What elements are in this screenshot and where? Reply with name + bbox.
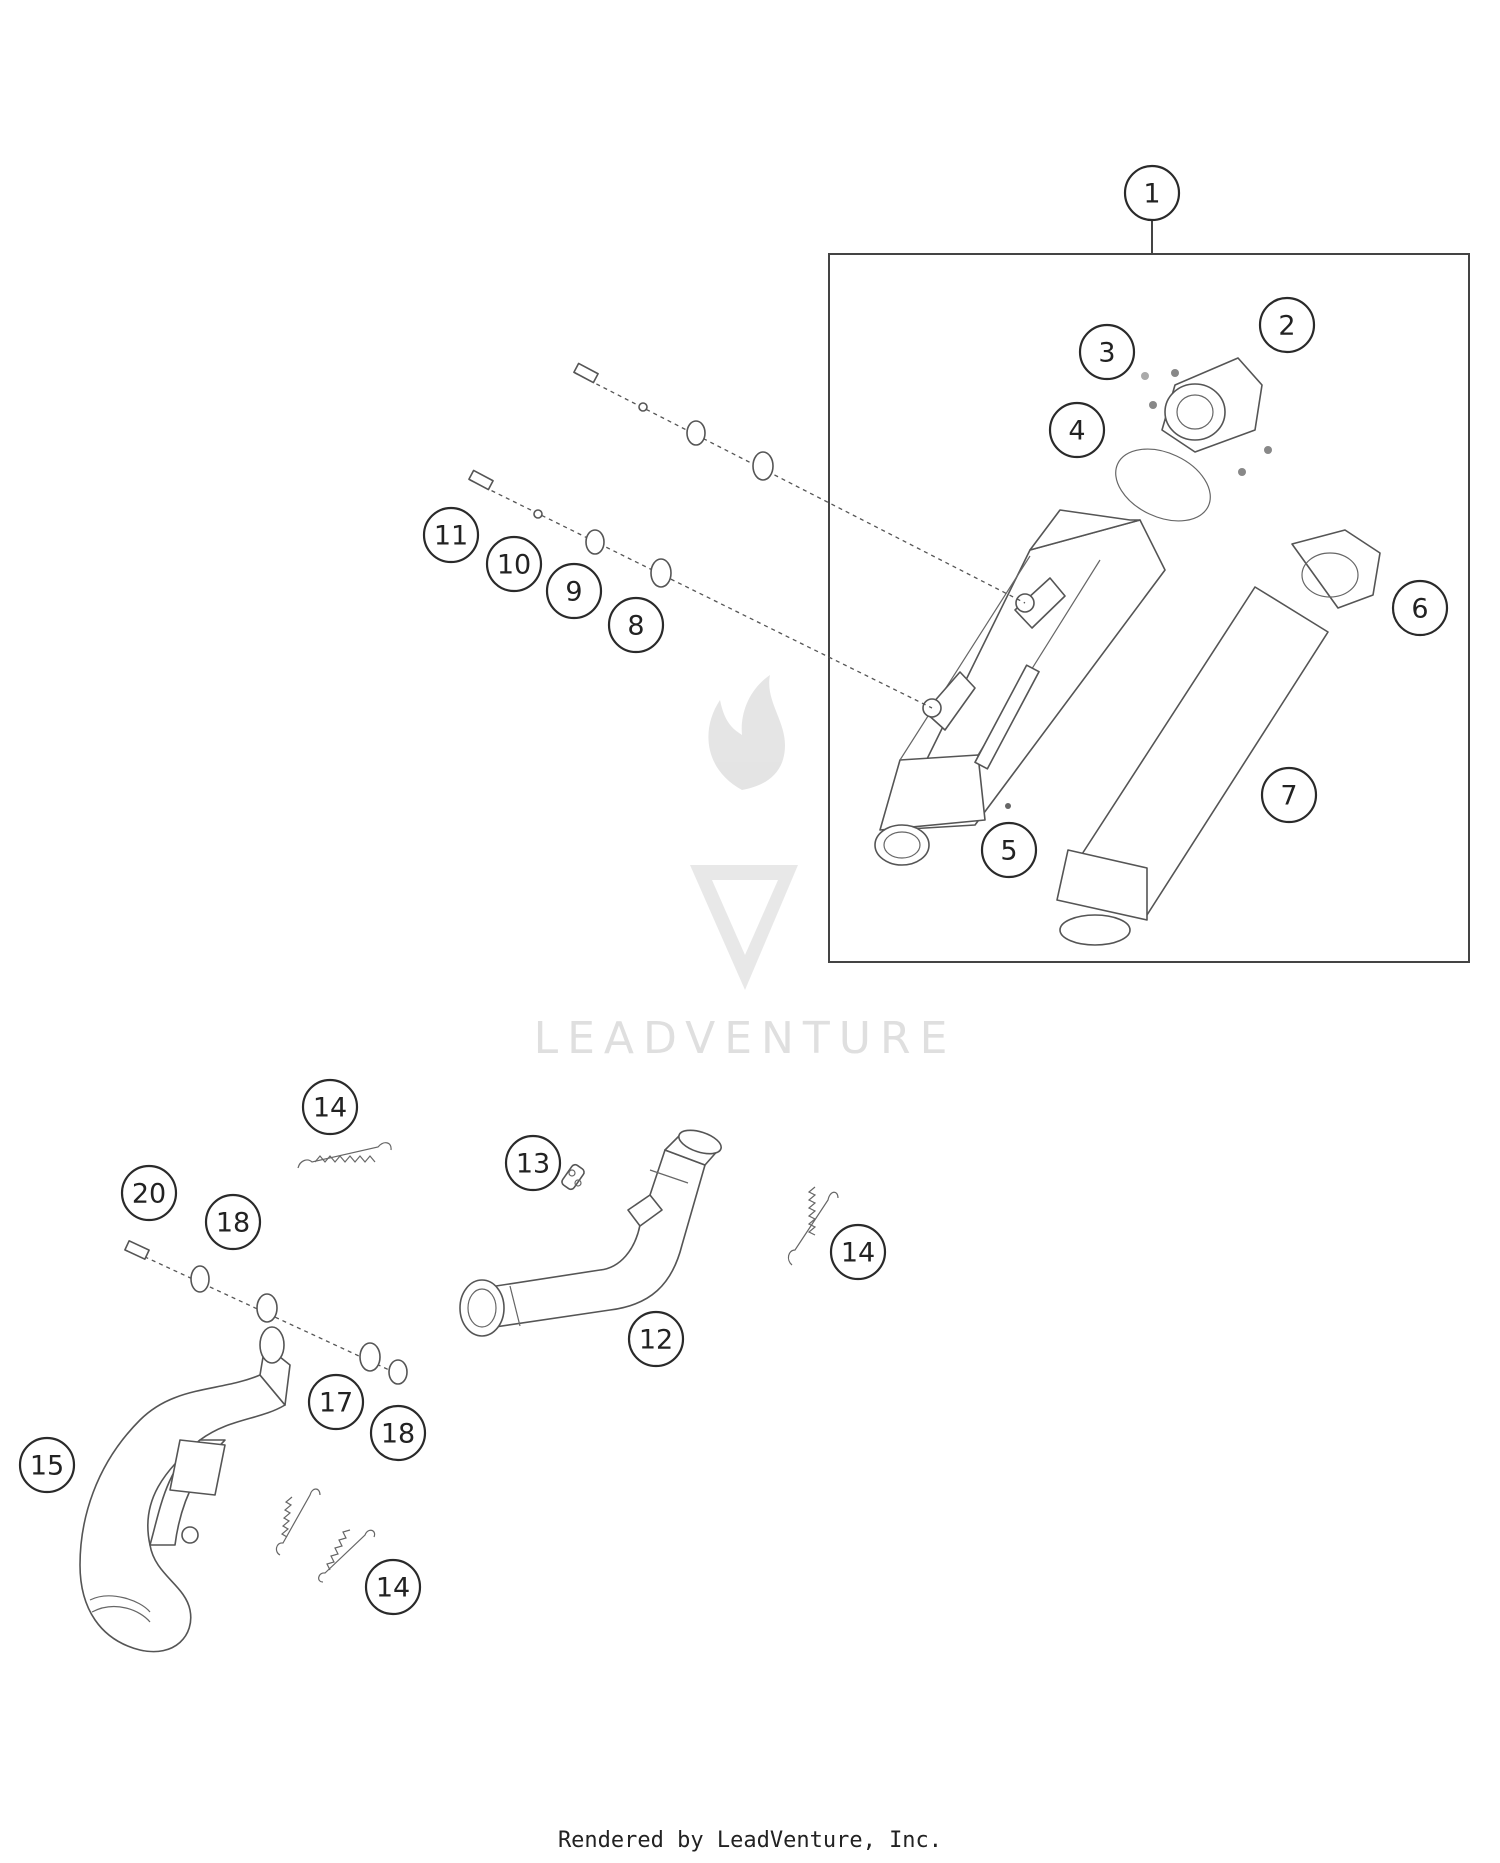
footer-credit: Rendered by LeadVenture, Inc. [557,1828,943,1853]
callout-7[interactable]: 7 [1260,766,1318,824]
callout-circle [369,1404,427,1462]
callout-circle [504,1134,562,1192]
spring-top [297,1142,392,1169]
callout-number: 2 [1278,311,1295,342]
silencer-sleeve [1056,586,1329,946]
callout-2[interactable]: 2 [1258,296,1316,354]
silencer-kit-box [828,253,1470,963]
callout-circle [1078,323,1136,381]
callout-circle [1391,579,1449,637]
callout-circle [422,506,480,564]
callout-number: 18 [216,1208,250,1239]
callout-number: 3 [1098,338,1115,369]
callout-circle [545,562,603,620]
callout-circle [1260,766,1318,824]
callout-circle [301,1078,359,1136]
callout-8[interactable]: 8 [607,596,665,654]
callout-number: 17 [319,1388,353,1419]
callout-17[interactable]: 17 [307,1373,365,1431]
callout-14[interactable]: 14 [829,1223,887,1281]
mid-pipe [459,1129,722,1337]
callout-circle [980,821,1038,879]
callout-circle [607,596,665,654]
callout-circle [1123,164,1181,222]
callout-18[interactable]: 18 [369,1404,427,1462]
muffler-cap [1291,529,1381,609]
callout-number: 13 [516,1149,550,1180]
callout-11[interactable]: 11 [422,506,480,564]
spring-right [787,1186,839,1266]
callout-1[interactable]: 1 [1123,164,1181,222]
callout-number: 6 [1411,594,1428,625]
callout-circle [485,535,543,593]
callout-circle [120,1164,178,1222]
silencer-body [874,509,1166,866]
callout-13[interactable]: 13 [504,1134,562,1192]
callout-number: 15 [30,1451,64,1482]
callout-18[interactable]: 18 [204,1193,262,1251]
callout-12[interactable]: 12 [627,1310,685,1368]
callout-number: 20 [132,1179,166,1210]
clamp-part [561,1163,585,1191]
lower-bolt-set [468,469,933,709]
callout-number: 9 [565,577,582,608]
screw-small [1141,372,1149,380]
callout-number: 5 [1000,836,1017,867]
callout-10[interactable]: 10 [485,535,543,593]
spring-lower-b [318,1529,376,1583]
watermark-text: LEADVENTURE [534,1013,957,1064]
callout-number: 4 [1068,416,1085,447]
end-cap [1149,357,1272,476]
callout-20[interactable]: 20 [120,1164,178,1222]
callout-3[interactable]: 3 [1078,323,1136,381]
callout-5[interactable]: 5 [980,821,1038,879]
callout-circle [204,1193,262,1251]
callout-6[interactable]: 6 [1391,579,1449,637]
callout-circle [307,1373,365,1431]
callout-circle [1258,296,1316,354]
callout-number: 7 [1280,781,1297,812]
leadventure-watermark-logo: LEADVENTURE [534,675,957,1064]
callout-14[interactable]: 14 [364,1558,422,1616]
callout-4[interactable]: 4 [1048,401,1106,459]
callout-15[interactable]: 15 [18,1436,76,1494]
callout-circle [364,1558,422,1616]
callout-number: 14 [841,1238,875,1269]
callout-number: 1 [1143,179,1160,210]
callout-number: 10 [497,550,531,581]
callout-circle [627,1310,685,1368]
spring-lower-a [275,1488,321,1556]
callout-circle [829,1223,887,1281]
callout-number: 12 [639,1325,673,1356]
callout-number: 8 [627,611,644,642]
callout-number: 18 [381,1419,415,1450]
callout-9[interactable]: 9 [545,562,603,620]
header-pipe [79,1326,291,1653]
upper-bolt-set [573,362,1026,604]
header-bolt-set [124,1240,408,1385]
callout-number: 14 [313,1093,347,1124]
callout-number: 11 [434,521,468,552]
callout-circle [1048,401,1106,459]
callout-14[interactable]: 14 [301,1078,359,1136]
callout-circle [18,1436,76,1494]
gasket-ring [1115,448,1211,522]
callout-number: 14 [376,1573,410,1604]
